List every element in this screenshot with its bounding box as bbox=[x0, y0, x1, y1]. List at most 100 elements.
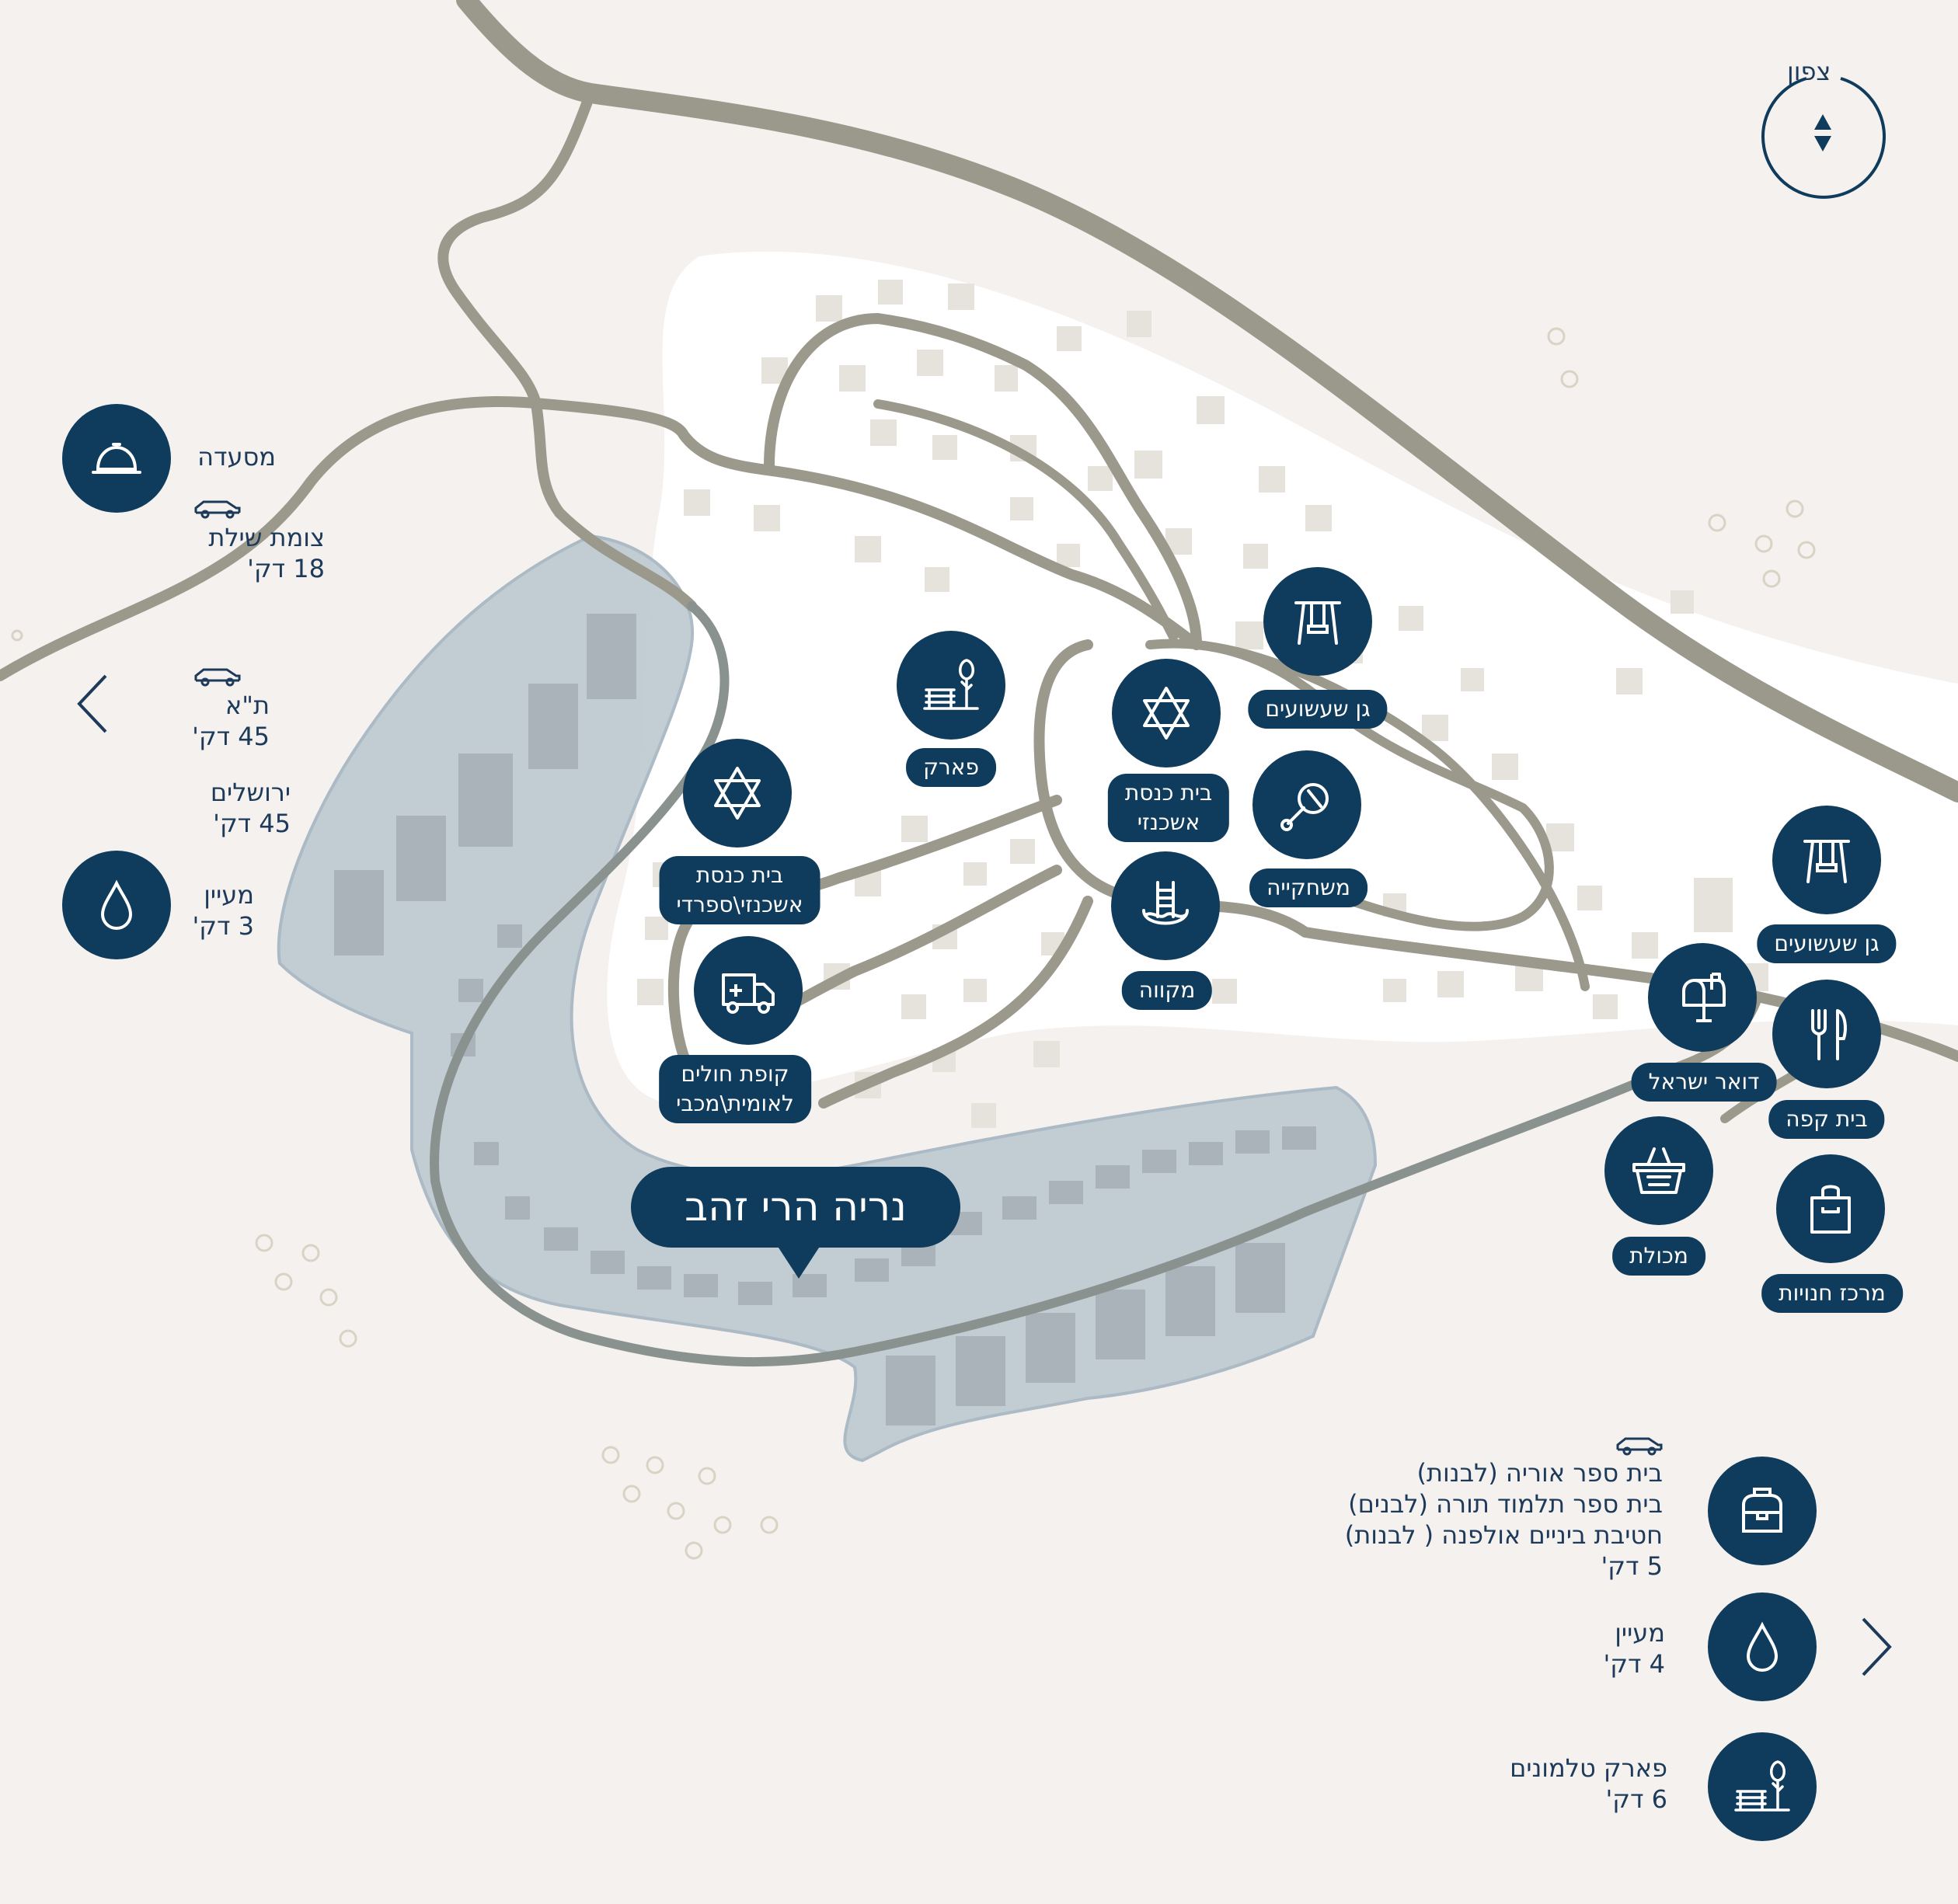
chevron-right-icon[interactable] bbox=[1859, 1616, 1894, 1678]
post-office-label-line: דואר ישראל bbox=[1648, 1069, 1760, 1095]
project-label[interactable]: נריה הרי זהב bbox=[631, 1167, 960, 1248]
synagogue-mixed-label-line: בית כנסת bbox=[695, 862, 784, 888]
playroom-label[interactable]: משחקייה bbox=[1249, 868, 1367, 907]
mikveh-icon bbox=[1142, 881, 1189, 925]
cafe-marker[interactable] bbox=[1772, 980, 1881, 1088]
shopping-center-label-line: מרכז חנויות bbox=[1779, 1280, 1886, 1306]
restaurant-title: מסעדה bbox=[197, 442, 276, 472]
spring-right-icon-circle[interactable] bbox=[1708, 1592, 1817, 1701]
school-3: חטיבת ביניים אולפנה ( לבנות) bbox=[1344, 1520, 1663, 1550]
school-1: בית ספר אוריה (לבנות) bbox=[1416, 1458, 1663, 1488]
clinic-label-line: קופת חולים bbox=[681, 1061, 789, 1087]
project-label-pointer bbox=[775, 1243, 822, 1279]
synagogue-mixed-marker[interactable] bbox=[683, 739, 792, 848]
backpack-icon bbox=[1742, 1488, 1782, 1533]
jerusalem-info: ירושלים 45 דק' bbox=[211, 777, 291, 839]
roads bbox=[0, 0, 1958, 1367]
fork-knife-icon bbox=[1811, 1009, 1847, 1060]
playground-2-label[interactable]: גן שעשועים bbox=[1757, 924, 1897, 963]
shopping-center-marker[interactable] bbox=[1776, 1154, 1885, 1263]
talmonim-park-name: פארק טלמונים bbox=[1510, 1753, 1667, 1783]
car-icon bbox=[1616, 1437, 1663, 1456]
decorative-dots bbox=[11, 327, 1816, 1560]
swing-icon bbox=[1294, 601, 1341, 645]
schools-icon-circle[interactable] bbox=[1708, 1457, 1817, 1565]
clinic-label-line: לאומית\מכבי bbox=[676, 1091, 794, 1116]
clinic-marker[interactable] bbox=[694, 936, 803, 1045]
synagogue-ashkenazi-label-line: אשכנזי bbox=[1137, 809, 1200, 835]
synagogue-ashkenazi-label[interactable]: בית כנסת אשכנזי bbox=[1107, 774, 1230, 842]
playground-1-label[interactable]: גן שעשועים bbox=[1248, 690, 1388, 729]
spring-left-name: מעיין bbox=[204, 880, 254, 910]
spring-left-icon-circle[interactable] bbox=[62, 851, 171, 959]
spring-right-time: 4 דק' bbox=[1603, 1649, 1666, 1679]
water-drop-icon bbox=[1746, 1621, 1779, 1672]
compass-label: צפון bbox=[1787, 57, 1831, 86]
grocery-marker[interactable] bbox=[1604, 1116, 1713, 1225]
playroom-label-line: משחקייה bbox=[1266, 875, 1350, 900]
grocery-label-line: מכולת bbox=[1629, 1243, 1688, 1269]
playroom-marker[interactable] bbox=[1252, 750, 1361, 859]
zone-blocks bbox=[334, 614, 1316, 1425]
shilat-name: צומת שילת bbox=[208, 523, 325, 552]
compass bbox=[1760, 74, 1886, 200]
synagogue-mixed-label[interactable]: בית כנסת אשכנזי\ספרדי bbox=[659, 856, 820, 924]
spring-right-info: מעיין 4 דק' bbox=[1604, 1617, 1666, 1679]
mikveh-label[interactable]: מקווה bbox=[1121, 971, 1213, 1010]
tel-aviv-time: 45 דק' bbox=[192, 722, 270, 751]
playground-2-label-line: גן שעשועים bbox=[1774, 931, 1880, 956]
grocery-label[interactable]: מכולת bbox=[1612, 1237, 1705, 1276]
spring-left-time: 3 דק' bbox=[192, 911, 255, 941]
synagogue-ashkenazi-marker[interactable] bbox=[1112, 659, 1221, 768]
school-2: בית ספר תלמוד תורה (לבנים) bbox=[1348, 1489, 1663, 1519]
park-marker[interactable] bbox=[897, 631, 1005, 740]
shopping-bag-icon bbox=[1810, 1185, 1851, 1234]
tel-aviv-info: ת"א 45 דק' bbox=[192, 690, 270, 752]
cafe-label-line: בית קפה bbox=[1786, 1106, 1868, 1132]
compass-ring-icon bbox=[1761, 77, 1886, 199]
rattle-icon bbox=[1280, 783, 1329, 831]
cafe-label[interactable]: בית קפה bbox=[1768, 1100, 1885, 1139]
playground-2-marker[interactable] bbox=[1772, 806, 1881, 914]
ambulance-icon bbox=[722, 973, 775, 1014]
playground-1-label-line: גן שעשועים bbox=[1265, 696, 1371, 722]
schools-time: 5 דק' bbox=[1601, 1551, 1664, 1581]
jerusalem-time: 45 דק' bbox=[213, 809, 291, 838]
car-icon bbox=[194, 668, 241, 687]
spring-right-name: מעיין bbox=[1615, 1618, 1665, 1648]
star-of-david-icon bbox=[1143, 687, 1190, 740]
park-label[interactable]: פארק bbox=[906, 748, 996, 787]
post-office-marker[interactable] bbox=[1648, 943, 1757, 1052]
synagogue-mixed-label-line: אשכנזי\ספרדי bbox=[676, 892, 803, 917]
basket-icon bbox=[1632, 1147, 1685, 1194]
talmonim-park-icon-circle[interactable] bbox=[1708, 1732, 1817, 1841]
chevron-left-icon[interactable] bbox=[75, 673, 110, 735]
shopping-center-label[interactable]: מרכז חנויות bbox=[1761, 1274, 1903, 1313]
water-drop-icon bbox=[100, 879, 133, 930]
talmonim-park-info: פארק טלמונים 6 דק' bbox=[1510, 1753, 1667, 1815]
clinic-label[interactable]: קופת חולים לאומית\מכבי bbox=[659, 1055, 811, 1123]
playground-1-marker[interactable] bbox=[1263, 567, 1372, 676]
swing-icon bbox=[1803, 840, 1850, 883]
car-icon bbox=[194, 500, 241, 519]
synagogue-ashkenazi-label-line: בית כנסת bbox=[1124, 780, 1213, 806]
mikveh-label-line: מקווה bbox=[1138, 977, 1196, 1003]
cloche-icon bbox=[92, 443, 141, 474]
bench-tree-icon bbox=[923, 659, 979, 710]
restaurant-icon-circle[interactable] bbox=[62, 404, 171, 513]
talmonim-park-time: 6 דק' bbox=[1605, 1784, 1668, 1814]
buildings bbox=[637, 280, 1876, 1128]
post-office-label[interactable]: דואר ישראל bbox=[1631, 1063, 1777, 1102]
tel-aviv-name: ת"א bbox=[225, 691, 270, 720]
schools-info: בית ספר אוריה (לבנות) בית ספר תלמוד תורה… bbox=[1345, 1457, 1663, 1582]
mikveh-marker[interactable] bbox=[1111, 851, 1220, 960]
spring-left-info: מעיין 3 דק' bbox=[193, 879, 255, 942]
park-label-line: פארק bbox=[923, 754, 979, 780]
jerusalem-name: ירושלים bbox=[210, 778, 291, 807]
star-of-david-icon bbox=[714, 767, 761, 820]
shilat-time: 18 דק' bbox=[247, 554, 325, 583]
bench-tree-icon bbox=[1734, 1760, 1790, 1812]
mailbox-icon bbox=[1682, 973, 1726, 1022]
